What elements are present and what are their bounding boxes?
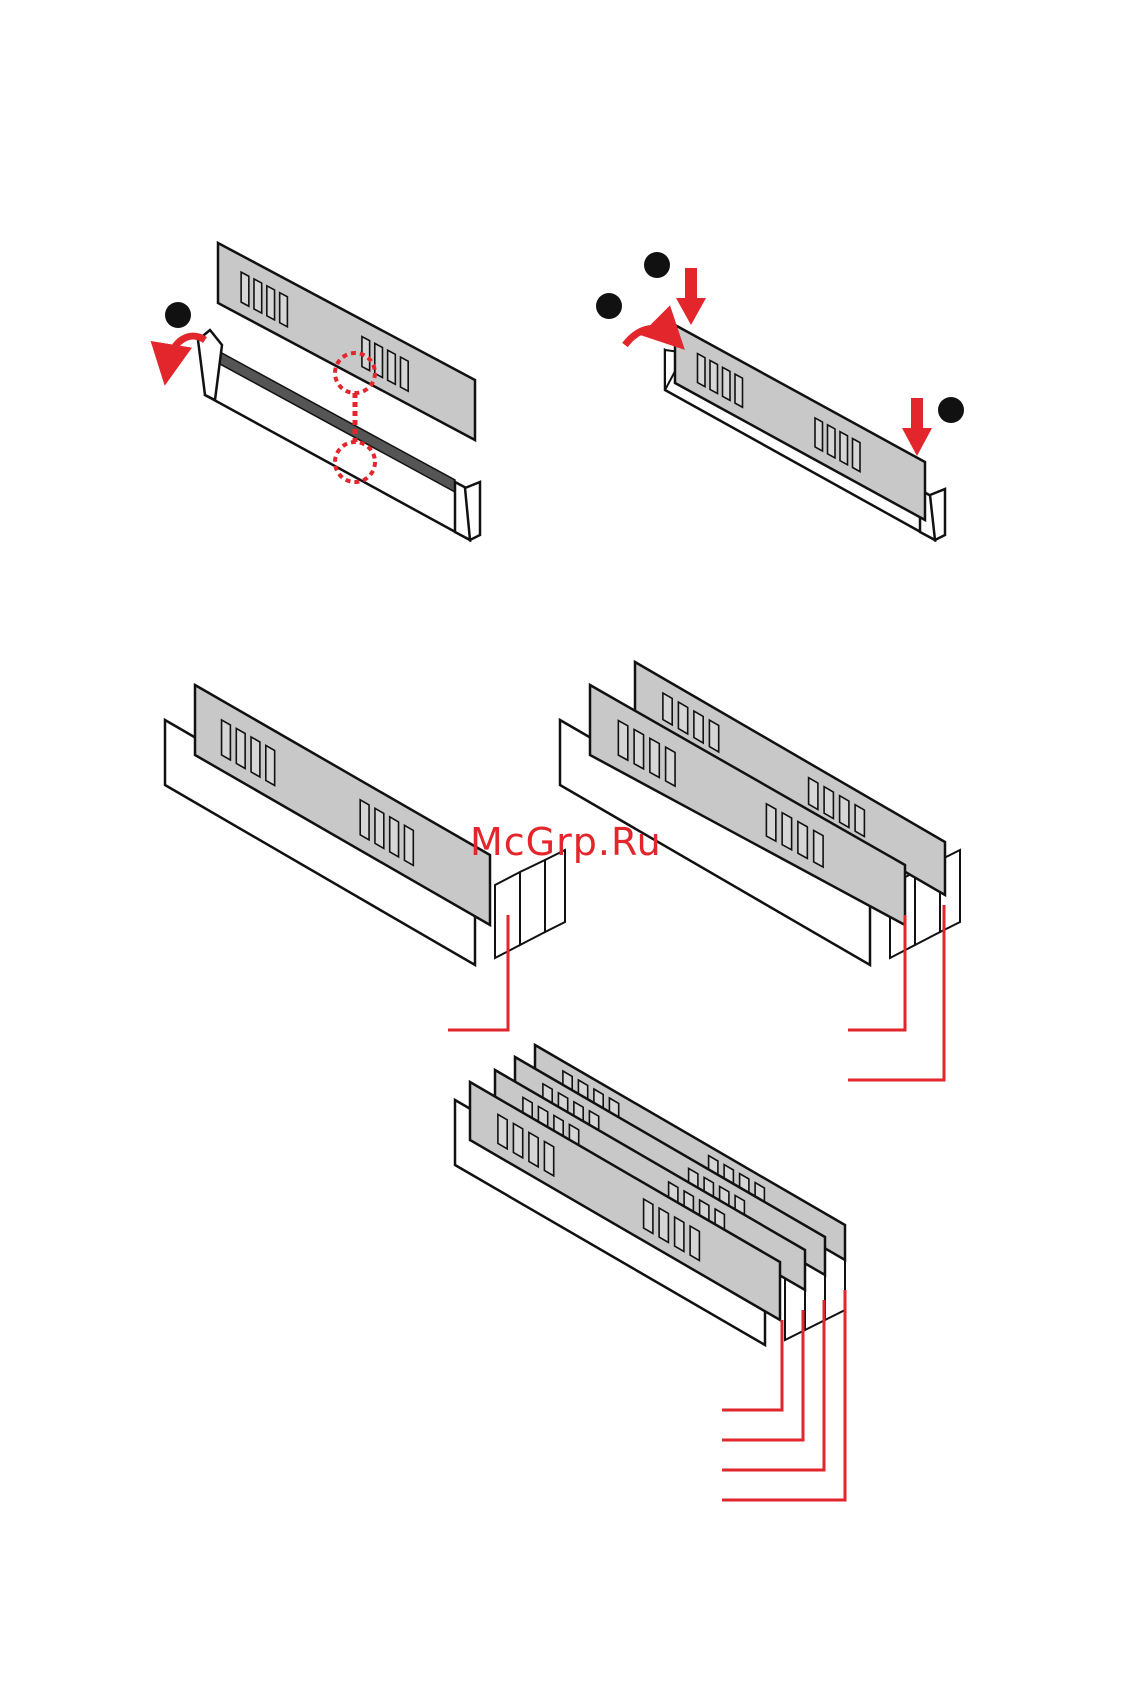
memory-chip bbox=[251, 737, 260, 777]
memory-chip bbox=[400, 357, 408, 391]
step-marker-3 bbox=[596, 293, 622, 319]
memory-chip bbox=[375, 808, 384, 848]
memory-chip bbox=[360, 800, 369, 840]
memory-chip bbox=[709, 720, 718, 752]
memory-chip bbox=[254, 279, 262, 313]
memory-chip bbox=[840, 796, 849, 828]
memory-chip bbox=[710, 360, 718, 393]
memory-chip bbox=[694, 711, 703, 743]
memory-chip bbox=[544, 1141, 553, 1175]
memory-chip bbox=[241, 272, 249, 306]
memory-chip bbox=[280, 293, 288, 327]
memory-chip bbox=[375, 343, 383, 377]
memory-chip bbox=[766, 804, 775, 841]
memory-chip bbox=[853, 439, 861, 472]
step-marker-4 bbox=[938, 397, 964, 423]
memory-chip bbox=[222, 720, 231, 760]
memory-chip bbox=[618, 721, 627, 761]
memory-chip bbox=[698, 354, 706, 387]
memory-chip bbox=[815, 418, 823, 451]
step-marker-1 bbox=[165, 302, 191, 328]
memory-chip bbox=[663, 693, 672, 725]
memory-chip bbox=[404, 825, 413, 865]
step-marker-2 bbox=[644, 252, 670, 278]
memory-chip bbox=[824, 787, 833, 819]
memory-chip bbox=[644, 1199, 653, 1233]
memory-module bbox=[675, 325, 925, 520]
memory-chip bbox=[388, 350, 396, 384]
press-down-arrow-icon bbox=[902, 398, 932, 456]
memory-chip bbox=[236, 728, 245, 768]
memory-chip bbox=[390, 817, 399, 857]
memory-chip bbox=[529, 1132, 538, 1166]
memory-chip bbox=[828, 425, 836, 458]
memory-chip bbox=[666, 747, 675, 786]
press-down-arrow-icon bbox=[676, 268, 706, 325]
latch-close-arrow-icon bbox=[625, 328, 670, 345]
memory-chip bbox=[809, 778, 818, 810]
memory-chip bbox=[267, 286, 275, 320]
memory-chip bbox=[798, 822, 807, 859]
memory-chip bbox=[634, 729, 643, 768]
memory-chip bbox=[513, 1123, 522, 1157]
watermark-text: McGrp.Ru bbox=[470, 820, 662, 864]
figure-insert-module bbox=[596, 252, 964, 540]
memory-chip bbox=[782, 813, 791, 850]
memory-chip bbox=[855, 805, 864, 837]
figure-align-module bbox=[165, 243, 480, 540]
memory-chip bbox=[723, 367, 731, 400]
memory-chip bbox=[498, 1114, 507, 1148]
memory-chip bbox=[675, 1217, 684, 1251]
memory-chip bbox=[650, 738, 659, 777]
figure-four-modules bbox=[455, 1045, 845, 1500]
memory-chip bbox=[735, 374, 743, 407]
memory-chip bbox=[690, 1226, 699, 1260]
memory-chip bbox=[266, 745, 275, 785]
memory-chip bbox=[840, 432, 848, 465]
memory-chip bbox=[659, 1208, 668, 1242]
memory-chip bbox=[678, 702, 687, 734]
figure-two-modules bbox=[560, 662, 960, 1080]
memory-chip bbox=[814, 830, 823, 867]
